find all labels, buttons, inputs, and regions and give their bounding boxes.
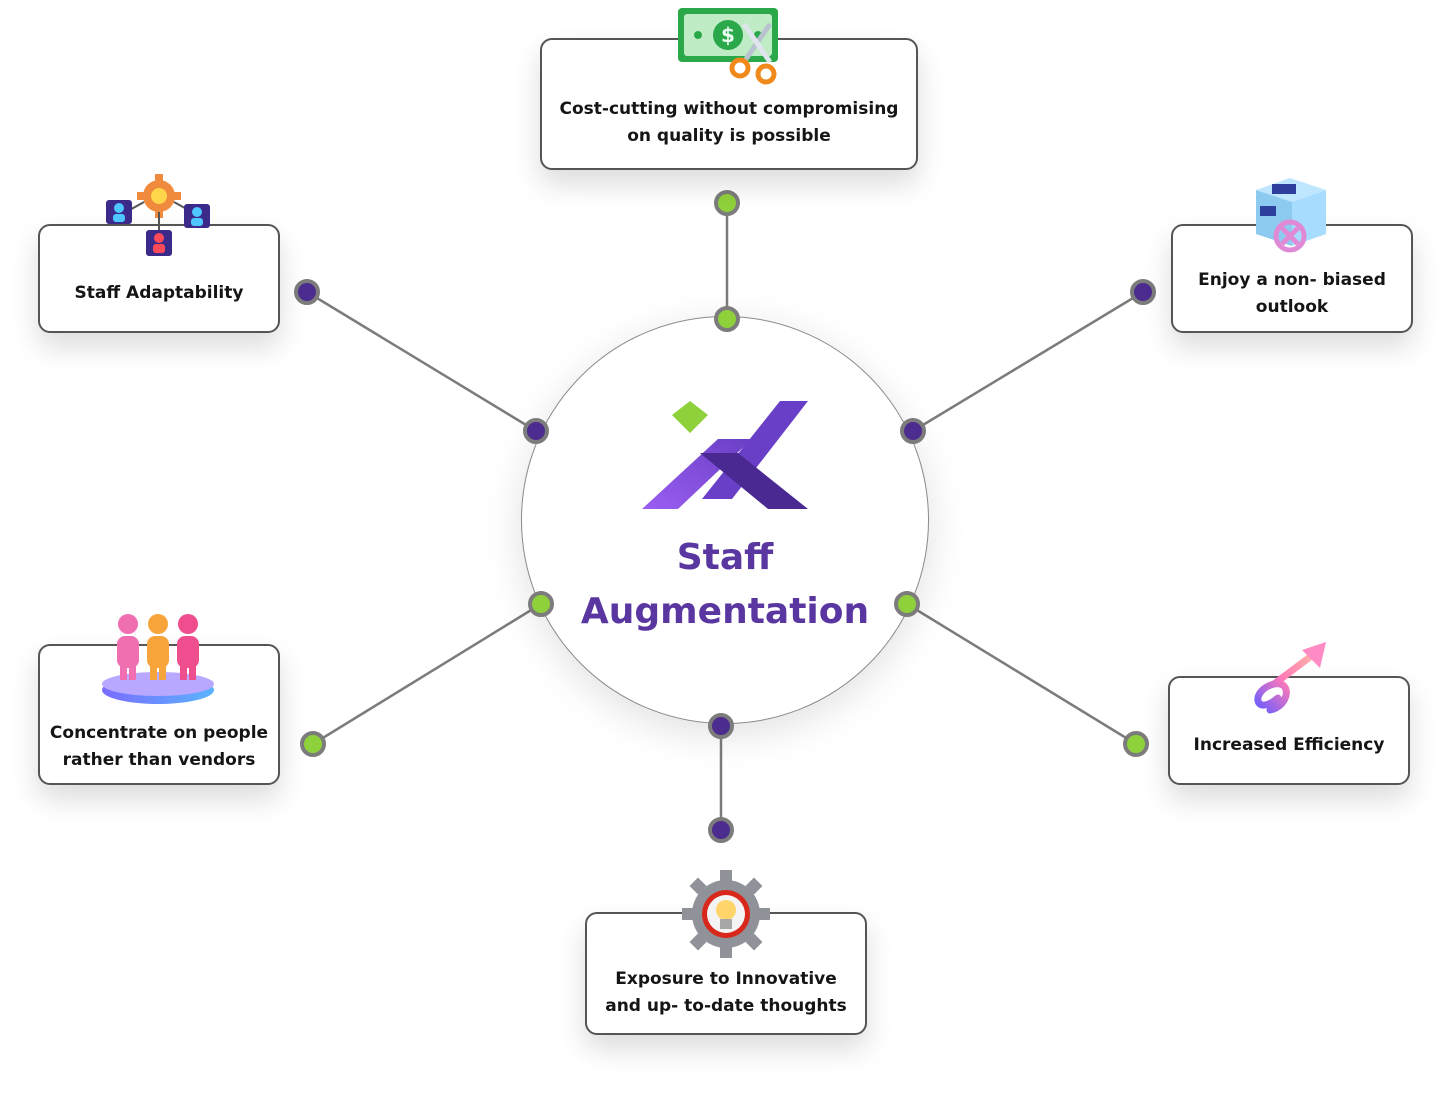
benefit-text: Exposure to Innovative and up- to-date t…: [587, 966, 865, 1020]
connector-adaptability: [306, 290, 537, 433]
node-innovation-inner: [708, 713, 734, 739]
hub-title-line1: Staff: [676, 537, 774, 578]
benefit-line1: Concentrate on people: [49, 723, 269, 743]
node-innovation-outer: [708, 817, 734, 843]
benefit-line2: on quality is possible: [627, 126, 831, 146]
gear-bulb-icon: [682, 870, 770, 958]
staff-augmentation-hub: Staff Augmentation: [521, 316, 929, 724]
connector-unbiased: [912, 290, 1144, 433]
node-cost-outer: [714, 190, 740, 216]
money-scissors-icon: $: [678, 8, 778, 85]
node-unbiased-inner: [900, 418, 926, 444]
node-cost-inner: [714, 306, 740, 332]
connector-people: [312, 602, 542, 746]
benefit-text: Cost-cutting without compromising on qua…: [542, 96, 916, 150]
growth-arrow-icon: [1254, 642, 1326, 714]
benefit-card-people-over-vendors: Concentrate on people rather than vendor…: [38, 644, 280, 785]
node-efficiency-outer: [1123, 731, 1149, 757]
benefit-line2: rather than vendors: [62, 750, 256, 770]
benefit-text: Concentrate on people rather than vendor…: [40, 720, 278, 774]
hub-title: Staff Augmentation: [522, 531, 928, 639]
node-efficiency-inner: [894, 591, 920, 617]
box-no-bias-icon: [1256, 178, 1326, 253]
company-logo-icon: [642, 401, 808, 509]
benefit-line1: Staff Adaptability: [74, 283, 244, 303]
node-adaptability-outer: [294, 279, 320, 305]
benefit-text: Increased Efficiency: [1170, 732, 1408, 759]
node-unbiased-outer: [1130, 279, 1156, 305]
benefit-card-non-biased-outlook: Enjoy a non- biased outlook: [1171, 224, 1413, 333]
benefit-line1: Increased Efficiency: [1193, 735, 1385, 755]
benefit-text: Enjoy a non- biased outlook: [1173, 267, 1411, 321]
benefit-line2: outlook: [1255, 297, 1329, 317]
benefit-text: Staff Adaptability: [40, 280, 278, 307]
node-people-inner: [528, 591, 554, 617]
people-group-icon: [102, 614, 214, 704]
team-gear-icon: [106, 174, 210, 256]
node-adaptability-inner: [523, 418, 549, 444]
node-people-outer: [300, 731, 326, 757]
svg-text:$: $: [721, 23, 735, 47]
benefit-line1: Cost-cutting without compromising: [559, 99, 899, 119]
hub-title-line2: Augmentation: [580, 591, 870, 632]
benefit-line2: and up- to-date thoughts: [605, 996, 847, 1016]
benefit-line1: Exposure to Innovative: [615, 969, 837, 989]
benefit-line1: Enjoy a non- biased: [1198, 270, 1386, 290]
connector-efficiency: [906, 602, 1137, 746]
